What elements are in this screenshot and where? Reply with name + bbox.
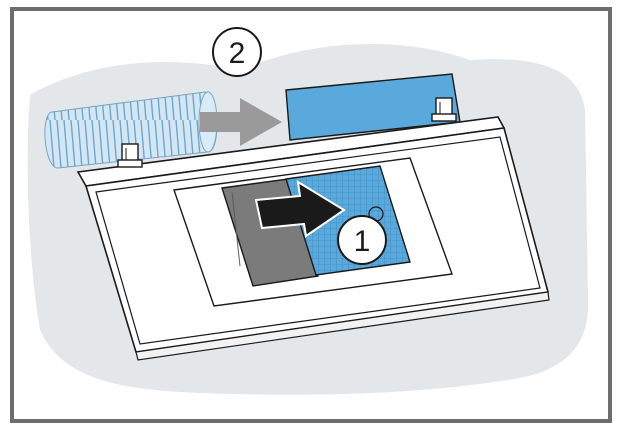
carbon-filter-edge [231, 191, 241, 267]
slide-in-arrow-icon [254, 180, 346, 238]
callout-step-two: 2 [212, 27, 262, 77]
callout-step-one: 1 [337, 215, 387, 265]
airflow-arrow-icon [200, 98, 282, 146]
callout-step-two-label: 2 [229, 37, 246, 70]
hood-bottom-lip [135, 291, 550, 361]
mounting-clip-icon [431, 97, 457, 122]
hood-panel-inner-border [95, 136, 541, 345]
mounting-clip-icon [117, 143, 143, 168]
callout-step-one-label: 1 [354, 225, 371, 258]
